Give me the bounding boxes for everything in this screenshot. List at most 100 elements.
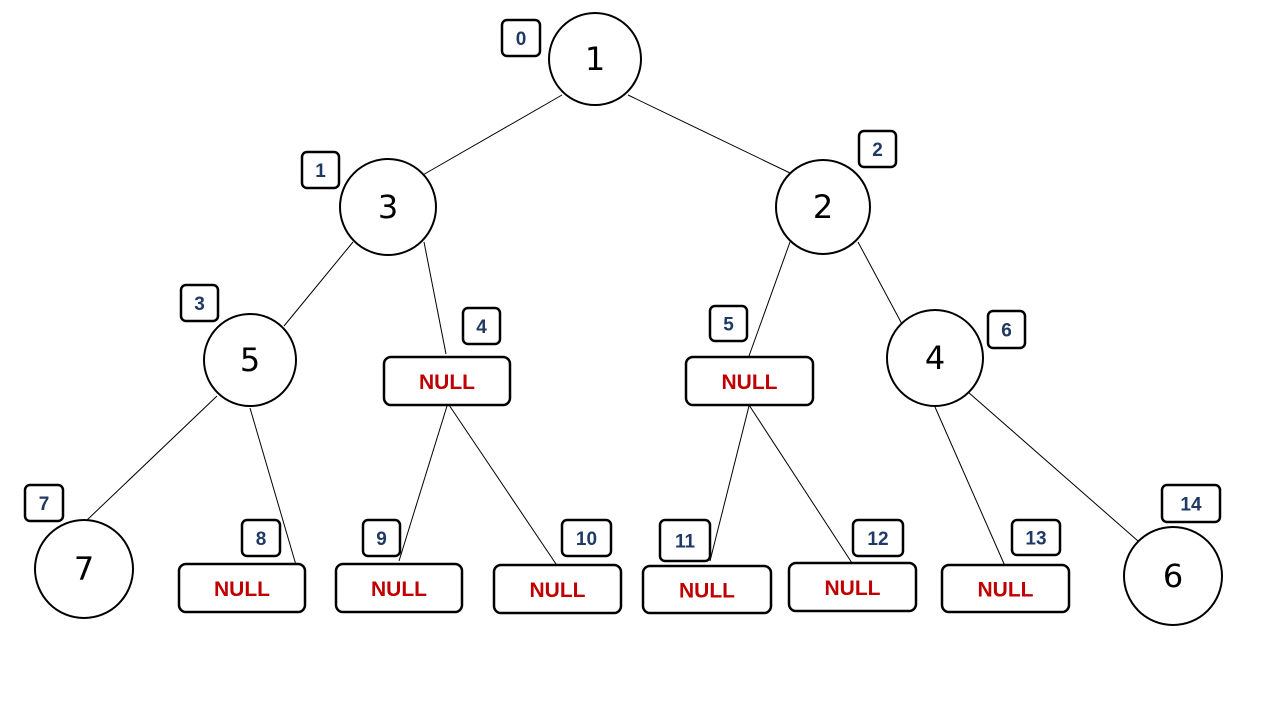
- node-value: 2: [813, 188, 833, 226]
- tree-edges: [85, 94, 1139, 567]
- index-label: 4: [476, 317, 487, 338]
- edge-n3-n7: [85, 395, 218, 522]
- null-box: [787, 561, 918, 613]
- null-label: NULL: [825, 577, 881, 600]
- index-badge-4: 4: [461, 306, 502, 346]
- edge-n0-n1: [420, 94, 563, 177]
- index-box: [361, 518, 402, 558]
- index-box: [500, 18, 542, 58]
- tree-node-6: 4: [886, 309, 984, 407]
- index-badge-9: 9: [361, 518, 402, 558]
- null-box: [177, 562, 307, 614]
- index-box: [560, 518, 613, 558]
- null-label: NULL: [679, 580, 735, 603]
- node-value: 5: [240, 341, 260, 379]
- index-badge-5: 5: [708, 304, 749, 343]
- null-box: [382, 355, 512, 407]
- null-box: [641, 564, 773, 615]
- index-badge-12: 12: [851, 518, 905, 558]
- tree-node-2: 2: [775, 159, 871, 255]
- null-node-12: NULL: [787, 561, 918, 613]
- index-label: 12: [867, 529, 888, 550]
- index-badge-1: 1: [300, 150, 341, 190]
- edge-n5-n12: [748, 404, 853, 564]
- edge-n4-n9: [398, 405, 448, 562]
- null-node-10: NULL: [492, 563, 623, 615]
- null-node-5: NULL: [684, 355, 815, 407]
- index-badge-11: 11: [658, 518, 712, 563]
- null-label: NULL: [978, 579, 1034, 602]
- index-label: 5: [723, 315, 734, 336]
- node-circle: [34, 519, 134, 619]
- index-box: [23, 483, 65, 523]
- index-badge-2: 2: [857, 129, 898, 169]
- node-circle: [1123, 526, 1223, 626]
- index-box: [708, 304, 749, 343]
- edge-n5-n11: [709, 405, 750, 562]
- index-badge-8: 8: [240, 518, 282, 558]
- index-label: 10: [576, 529, 597, 550]
- index-box: [658, 518, 712, 563]
- null-box: [940, 563, 1071, 614]
- index-box: [300, 150, 341, 190]
- index-label: 11: [675, 532, 696, 553]
- null-label: NULL: [214, 578, 270, 601]
- edge-n2-n6: [857, 241, 904, 327]
- index-label: 3: [194, 294, 205, 315]
- null-box: [334, 562, 464, 614]
- null-label: NULL: [722, 371, 778, 394]
- index-label: 1: [315, 161, 326, 182]
- index-label: 0: [516, 29, 527, 50]
- edge-n1-n3: [283, 241, 354, 327]
- edge-n1-n4: [423, 241, 447, 355]
- edge-n2-n5: [748, 241, 791, 357]
- index-box: [1160, 483, 1222, 524]
- edge-n6-n14: [967, 391, 1139, 542]
- index-badge-0: 0: [500, 18, 542, 58]
- null-node-8: NULL: [177, 562, 307, 614]
- node-circle: [548, 12, 642, 106]
- null-node-9: NULL: [334, 562, 464, 614]
- node-value: 1: [585, 40, 605, 78]
- edge-n4-n10: [448, 404, 557, 565]
- index-box: [240, 518, 282, 558]
- node-circle: [339, 158, 437, 256]
- index-box: [857, 129, 898, 169]
- index-box: [179, 283, 220, 323]
- index-label: 6: [1001, 321, 1012, 342]
- index-badge-10: 10: [560, 518, 613, 558]
- index-badge-14: 14: [1160, 483, 1222, 524]
- null-node-11: NULL: [641, 564, 773, 615]
- null-box: [684, 355, 815, 407]
- edge-n6-n13: [934, 406, 1006, 567]
- index-label: 7: [39, 494, 50, 515]
- index-badge-3: 3: [179, 283, 220, 323]
- index-box: [851, 518, 905, 558]
- index-badge-7: 7: [23, 483, 65, 523]
- null-label: NULL: [419, 371, 475, 394]
- edge-n3-n8: [249, 407, 297, 566]
- index-box: [1010, 518, 1062, 557]
- node-circle: [775, 159, 871, 255]
- node-value: 4: [925, 339, 945, 377]
- index-label: 13: [1025, 529, 1046, 550]
- tree-node-7: 7: [34, 519, 134, 619]
- tree-node-14: 6: [1123, 526, 1223, 626]
- null-label: NULL: [371, 578, 427, 601]
- tree-node-1: 3: [339, 158, 437, 256]
- null-label: NULL: [530, 579, 586, 602]
- index-label: 9: [376, 529, 387, 550]
- index-label: 14: [1180, 495, 1202, 516]
- index-label: 2: [872, 140, 883, 161]
- null-box: [492, 563, 623, 615]
- index-badge-13: 13: [1010, 518, 1062, 557]
- node-value: 3: [378, 188, 398, 226]
- tree-node-0: 1: [548, 12, 642, 106]
- index-label: 8: [256, 529, 267, 550]
- index-badge-6: 6: [986, 309, 1027, 350]
- node-value: 7: [74, 550, 94, 588]
- index-box: [986, 309, 1027, 350]
